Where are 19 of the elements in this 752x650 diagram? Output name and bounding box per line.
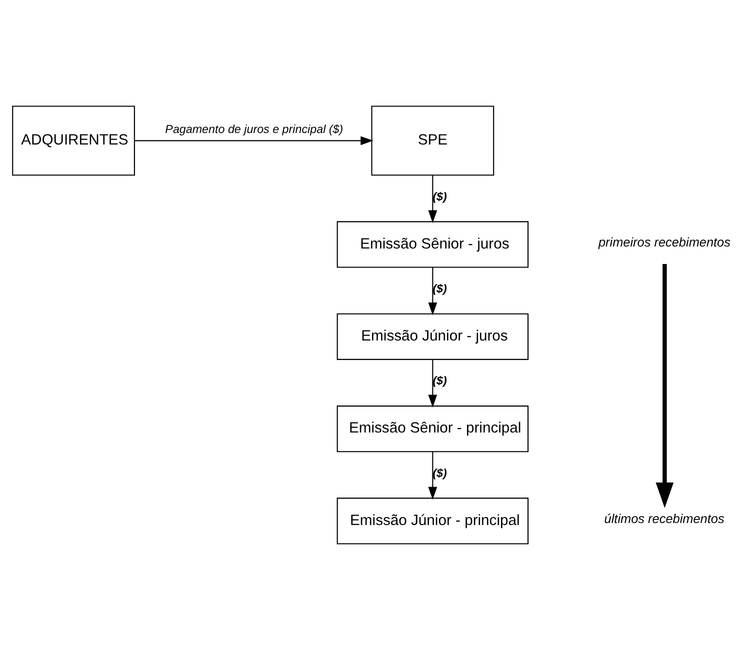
- node-box: ADQUIRENTES: [12, 106, 135, 176]
- node-text: primeiros recebimentos: [598, 234, 730, 250]
- edge-label: ($): [432, 466, 447, 480]
- node-box: Emissão Júnior - juros: [336, 313, 529, 360]
- arrow: [428, 267, 438, 316]
- edge-label: ($): [432, 282, 447, 296]
- arrow: [656, 264, 674, 508]
- node-box: SPE: [371, 106, 494, 176]
- arrow: [428, 452, 438, 500]
- edge-label: Pagamento de juros e principal ($): [165, 123, 344, 136]
- edge-label: ($): [432, 190, 447, 204]
- edge-label: ($): [432, 374, 447, 388]
- node-box: Emissão Júnior - principal: [336, 498, 529, 544]
- arrow: [134, 136, 374, 146]
- node-text: últimos recebimentos: [604, 511, 724, 526]
- arrow: [428, 175, 438, 223]
- arrow: [428, 360, 438, 408]
- node-box: Emissão Sênior - juros: [336, 221, 529, 268]
- node-box: Emissão Sênior - principal: [336, 406, 529, 452]
